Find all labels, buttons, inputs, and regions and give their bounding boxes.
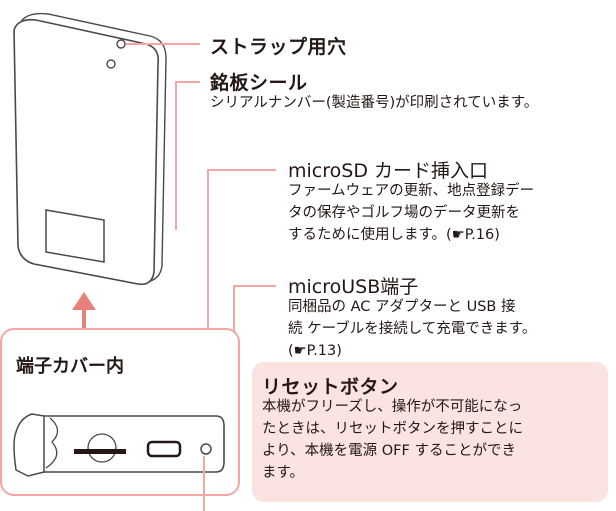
terminal-cover-label: 端子カバー内 bbox=[16, 356, 124, 377]
reset-title: リセットボタン bbox=[262, 376, 399, 398]
microsd-line-3: するために使用します。(☛P.16) bbox=[288, 227, 500, 243]
reset-info-box bbox=[252, 362, 608, 502]
strap-hole-icon bbox=[116, 39, 126, 49]
terminal-cover-flap bbox=[13, 413, 45, 477]
nameplate-desc: シリアルナンバー(製造番号)が印刷されています。 bbox=[210, 95, 539, 111]
reset-line-4: ます。 bbox=[262, 465, 305, 481]
microusb-port bbox=[146, 440, 182, 458]
terminal-cover-panel: 端子カバー内 bbox=[0, 328, 240, 496]
microusb-line-2: 続 ケーブルを接続して充電できます。 bbox=[288, 321, 537, 337]
microsd-line-2: タの保存やゴルフ場のデータ更新を bbox=[288, 205, 520, 221]
nameplate-seal bbox=[45, 209, 105, 263]
reset-line-1: 本機がフリーズし、操作が不可能になっ bbox=[262, 399, 523, 415]
strap-hole-title: ストラップ用穴 bbox=[210, 36, 347, 58]
device-bottom-edge bbox=[39, 415, 225, 473]
reset-line-2: たときは、リセットボタンを押すことに bbox=[262, 421, 523, 437]
terminal-panel-drawing bbox=[13, 413, 225, 477]
reset-button-hole bbox=[200, 443, 212, 455]
nameplate-title: 銘板シール bbox=[210, 72, 308, 94]
microusb-line-1: 同梱品の AC アダプターと USB 接 bbox=[288, 299, 516, 315]
microsd-title: microSD カード挿入口 bbox=[288, 160, 488, 182]
reset-line-3: より、本機を電源 OFF することができ bbox=[262, 443, 516, 459]
strap-hole-icon-2 bbox=[106, 59, 116, 69]
microsd-slot-recess bbox=[87, 433, 117, 463]
microusb-title: microUSB端子 bbox=[288, 276, 419, 298]
microusb-line-3: (☛P.13) bbox=[288, 343, 342, 359]
microsd-slot bbox=[74, 449, 126, 454]
microsd-line-1: ファームウェアの更新、地点登録デー bbox=[288, 183, 535, 199]
